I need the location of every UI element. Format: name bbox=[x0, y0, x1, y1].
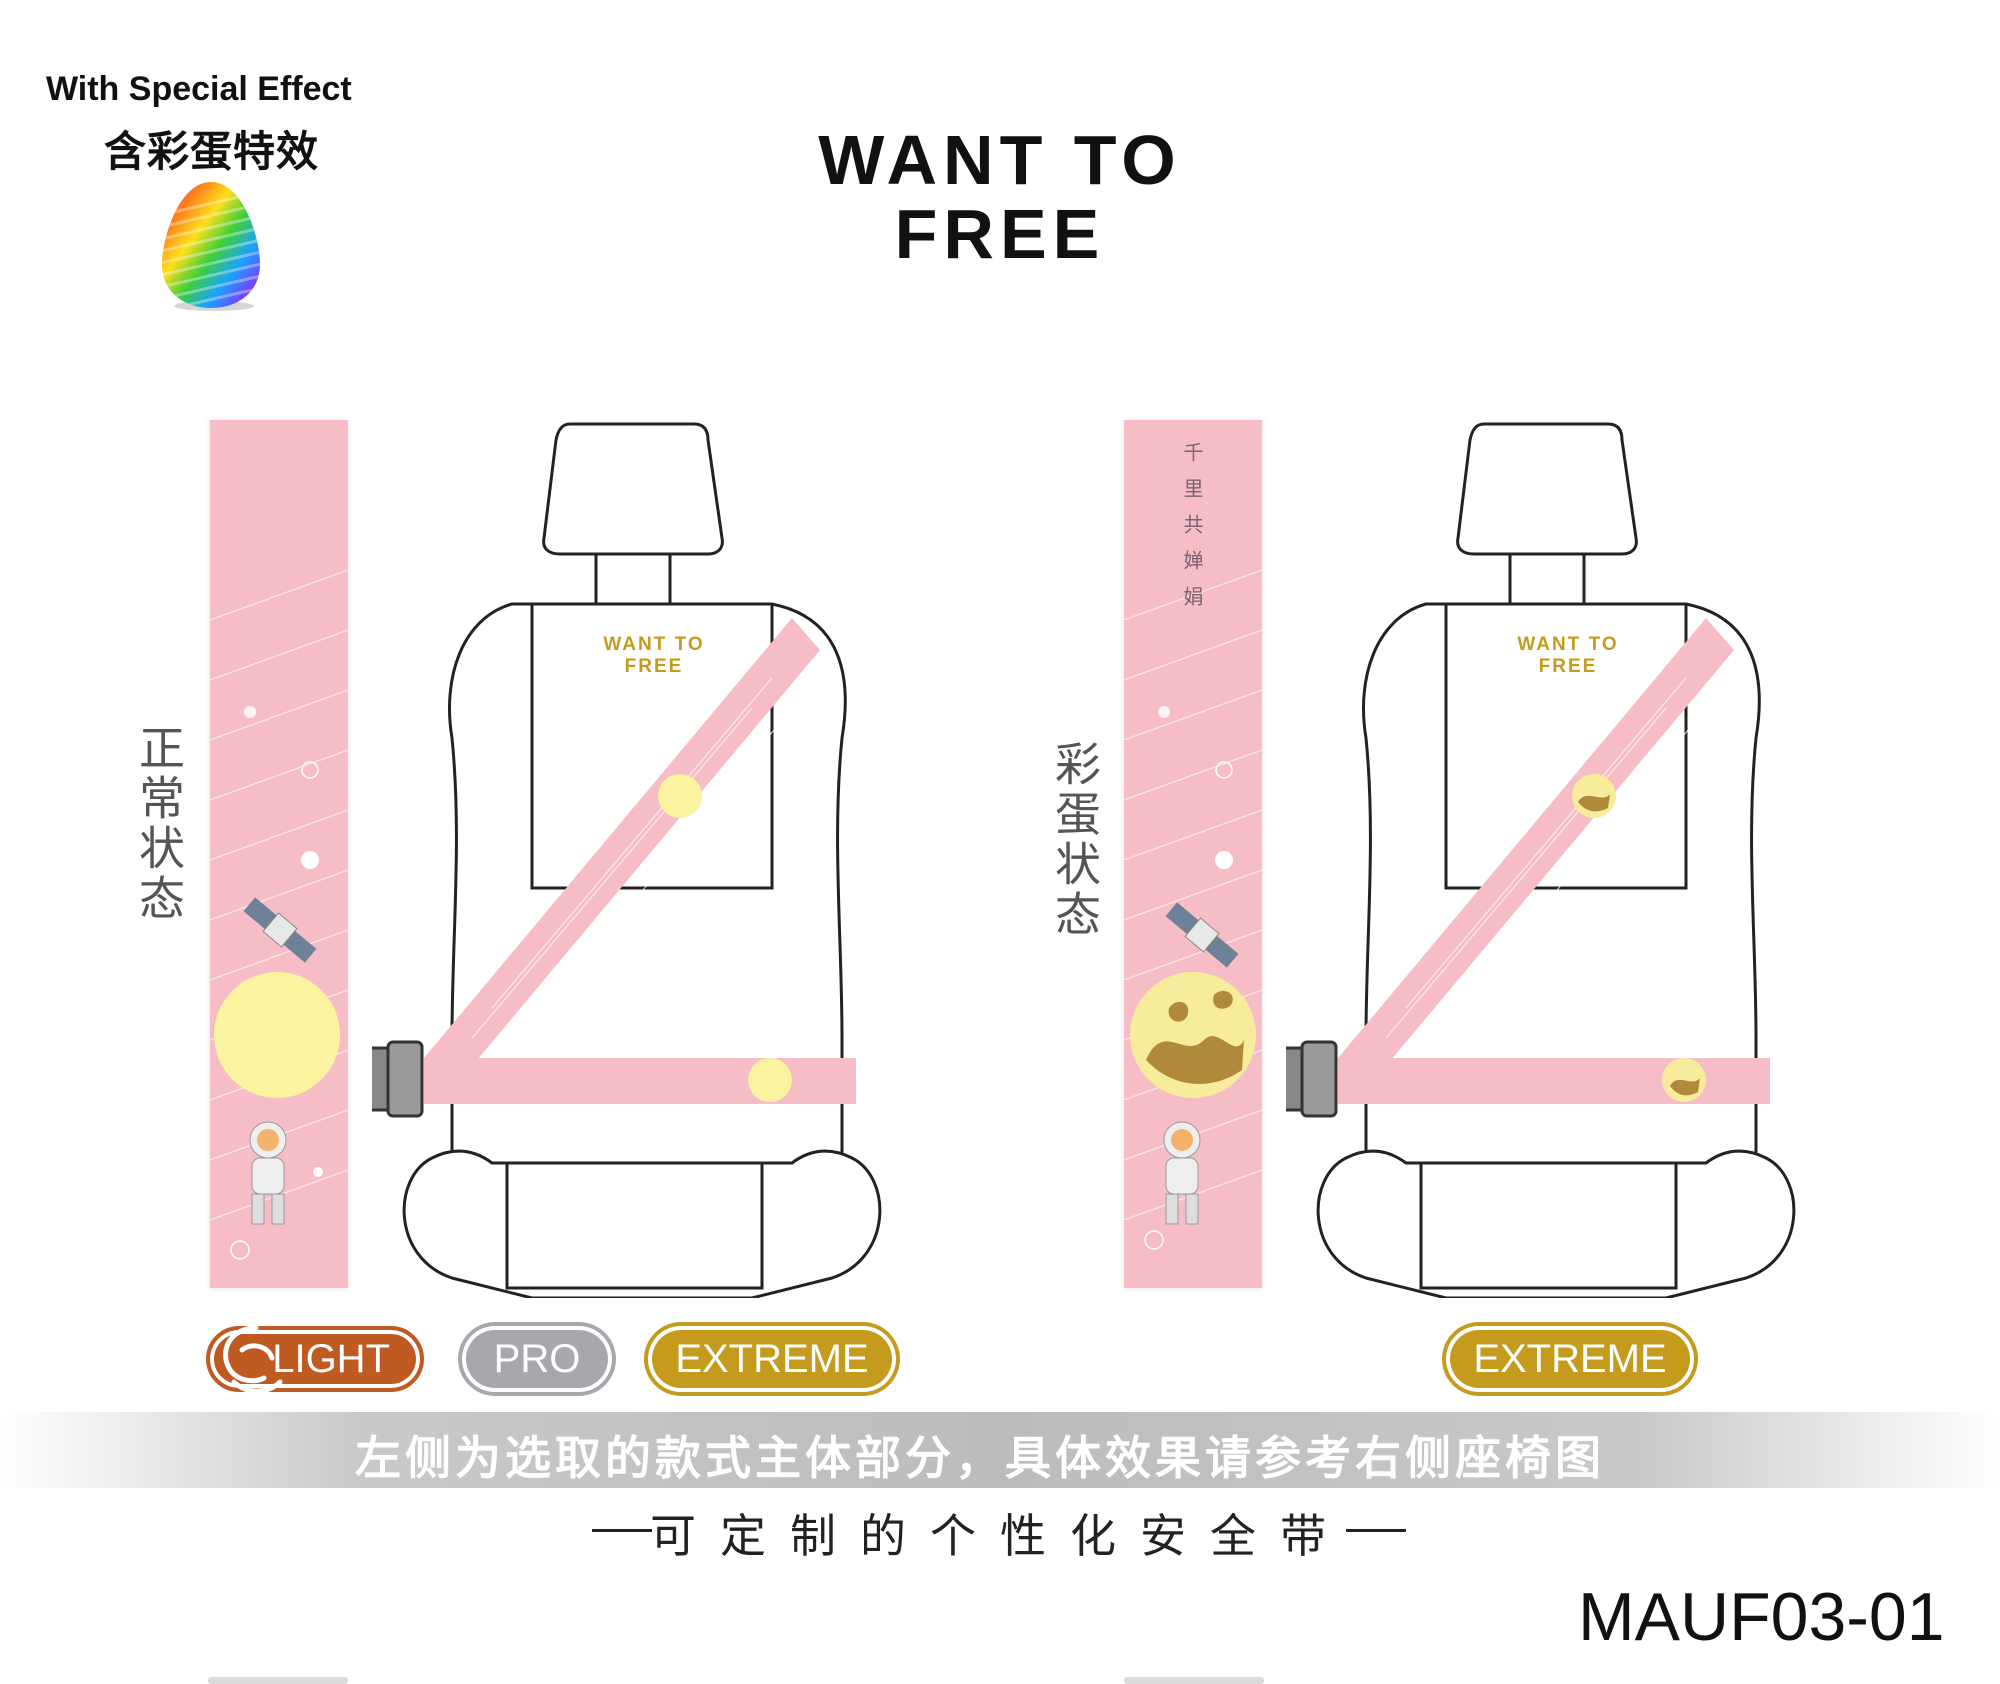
seat-illustration-easter-egg: WANT TO FREE bbox=[1286, 422, 1796, 1298]
tier-pro-button[interactable]: PRO bbox=[462, 1326, 612, 1392]
strap-pattern-normal bbox=[210, 569, 348, 1260]
moon-rabbits-icon bbox=[1130, 972, 1256, 1098]
brand-logo-line2: FREE bbox=[895, 195, 1106, 273]
seat-cushion bbox=[402, 1149, 882, 1298]
strap-pattern-easter-egg: 千里共婵娟 bbox=[1124, 442, 1262, 1250]
tier-pro-label: PRO bbox=[493, 1336, 581, 1381]
moon-icon bbox=[214, 972, 340, 1098]
tagline: 可定制的个性化安全带 bbox=[650, 1509, 1350, 1563]
satellite-icon bbox=[1165, 902, 1239, 968]
tagline-dash-left bbox=[592, 1529, 652, 1532]
normal-state-label: 正常状态 bbox=[132, 724, 186, 924]
satellite-icon bbox=[243, 897, 317, 963]
buckle-icon bbox=[1286, 1040, 1338, 1118]
tier-light-label: LIGHT bbox=[272, 1336, 390, 1381]
mini-brand-logo-line1: WANT TO bbox=[603, 634, 704, 655]
tier-extreme-button[interactable]: EXTREME bbox=[648, 1326, 896, 1392]
astronaut-icon bbox=[1163, 1121, 1201, 1225]
swirl-logo-icon bbox=[223, 1325, 283, 1394]
lap-belt bbox=[424, 1058, 856, 1104]
brand-logo-line1: WANT TO bbox=[818, 126, 1181, 199]
brand-logo: WANT TO FREE bbox=[818, 126, 1181, 273]
diagonal-belt bbox=[424, 618, 820, 1090]
rainbow-egg-icon bbox=[162, 182, 260, 311]
note-banner bbox=[0, 1412, 2000, 1488]
lap-belt bbox=[1338, 1058, 1770, 1104]
seat-illustration-normal: WANT TO FREE bbox=[372, 422, 882, 1298]
note-text: 左侧为选取的款式主体部分，具体效果请参考右侧座椅图 bbox=[355, 1431, 1605, 1485]
mini-brand-logo-line2: FREE bbox=[1539, 656, 1598, 677]
cropped-strap-stub bbox=[208, 1677, 348, 1684]
buckle-icon bbox=[372, 1040, 424, 1118]
tier-extreme-label-right: EXTREME bbox=[1473, 1336, 1667, 1381]
model-code: MAUF03-01 bbox=[1578, 1579, 1945, 1655]
headrest bbox=[1456, 422, 1638, 556]
mini-brand-logo-line2: FREE bbox=[625, 656, 684, 677]
strap-swatch-easter-egg: 千里共婵娟 bbox=[1124, 420, 1262, 1288]
tier-extreme-label: EXTREME bbox=[675, 1336, 869, 1381]
easter-egg-state-label: 彩蛋状态 bbox=[1048, 740, 1102, 940]
special-effect-label-cn: 含彩蛋特效 bbox=[104, 127, 320, 176]
headrest bbox=[542, 422, 724, 556]
tagline-dash-right bbox=[1346, 1529, 1406, 1532]
astronaut-icon bbox=[249, 1121, 287, 1225]
strap-swatch-normal bbox=[210, 420, 348, 1288]
special-effect-label-en: With Special Effect bbox=[46, 70, 352, 108]
tier-extreme-button-right[interactable]: EXTREME bbox=[1446, 1326, 1694, 1392]
seat-cushion bbox=[1316, 1149, 1796, 1298]
diagonal-belt bbox=[1338, 618, 1734, 1090]
mini-brand-logo-line1: WANT TO bbox=[1517, 634, 1618, 655]
strap-poem-text: 千里共婵娟 bbox=[1180, 442, 1204, 622]
cropped-strap-stub bbox=[1124, 1677, 1264, 1684]
